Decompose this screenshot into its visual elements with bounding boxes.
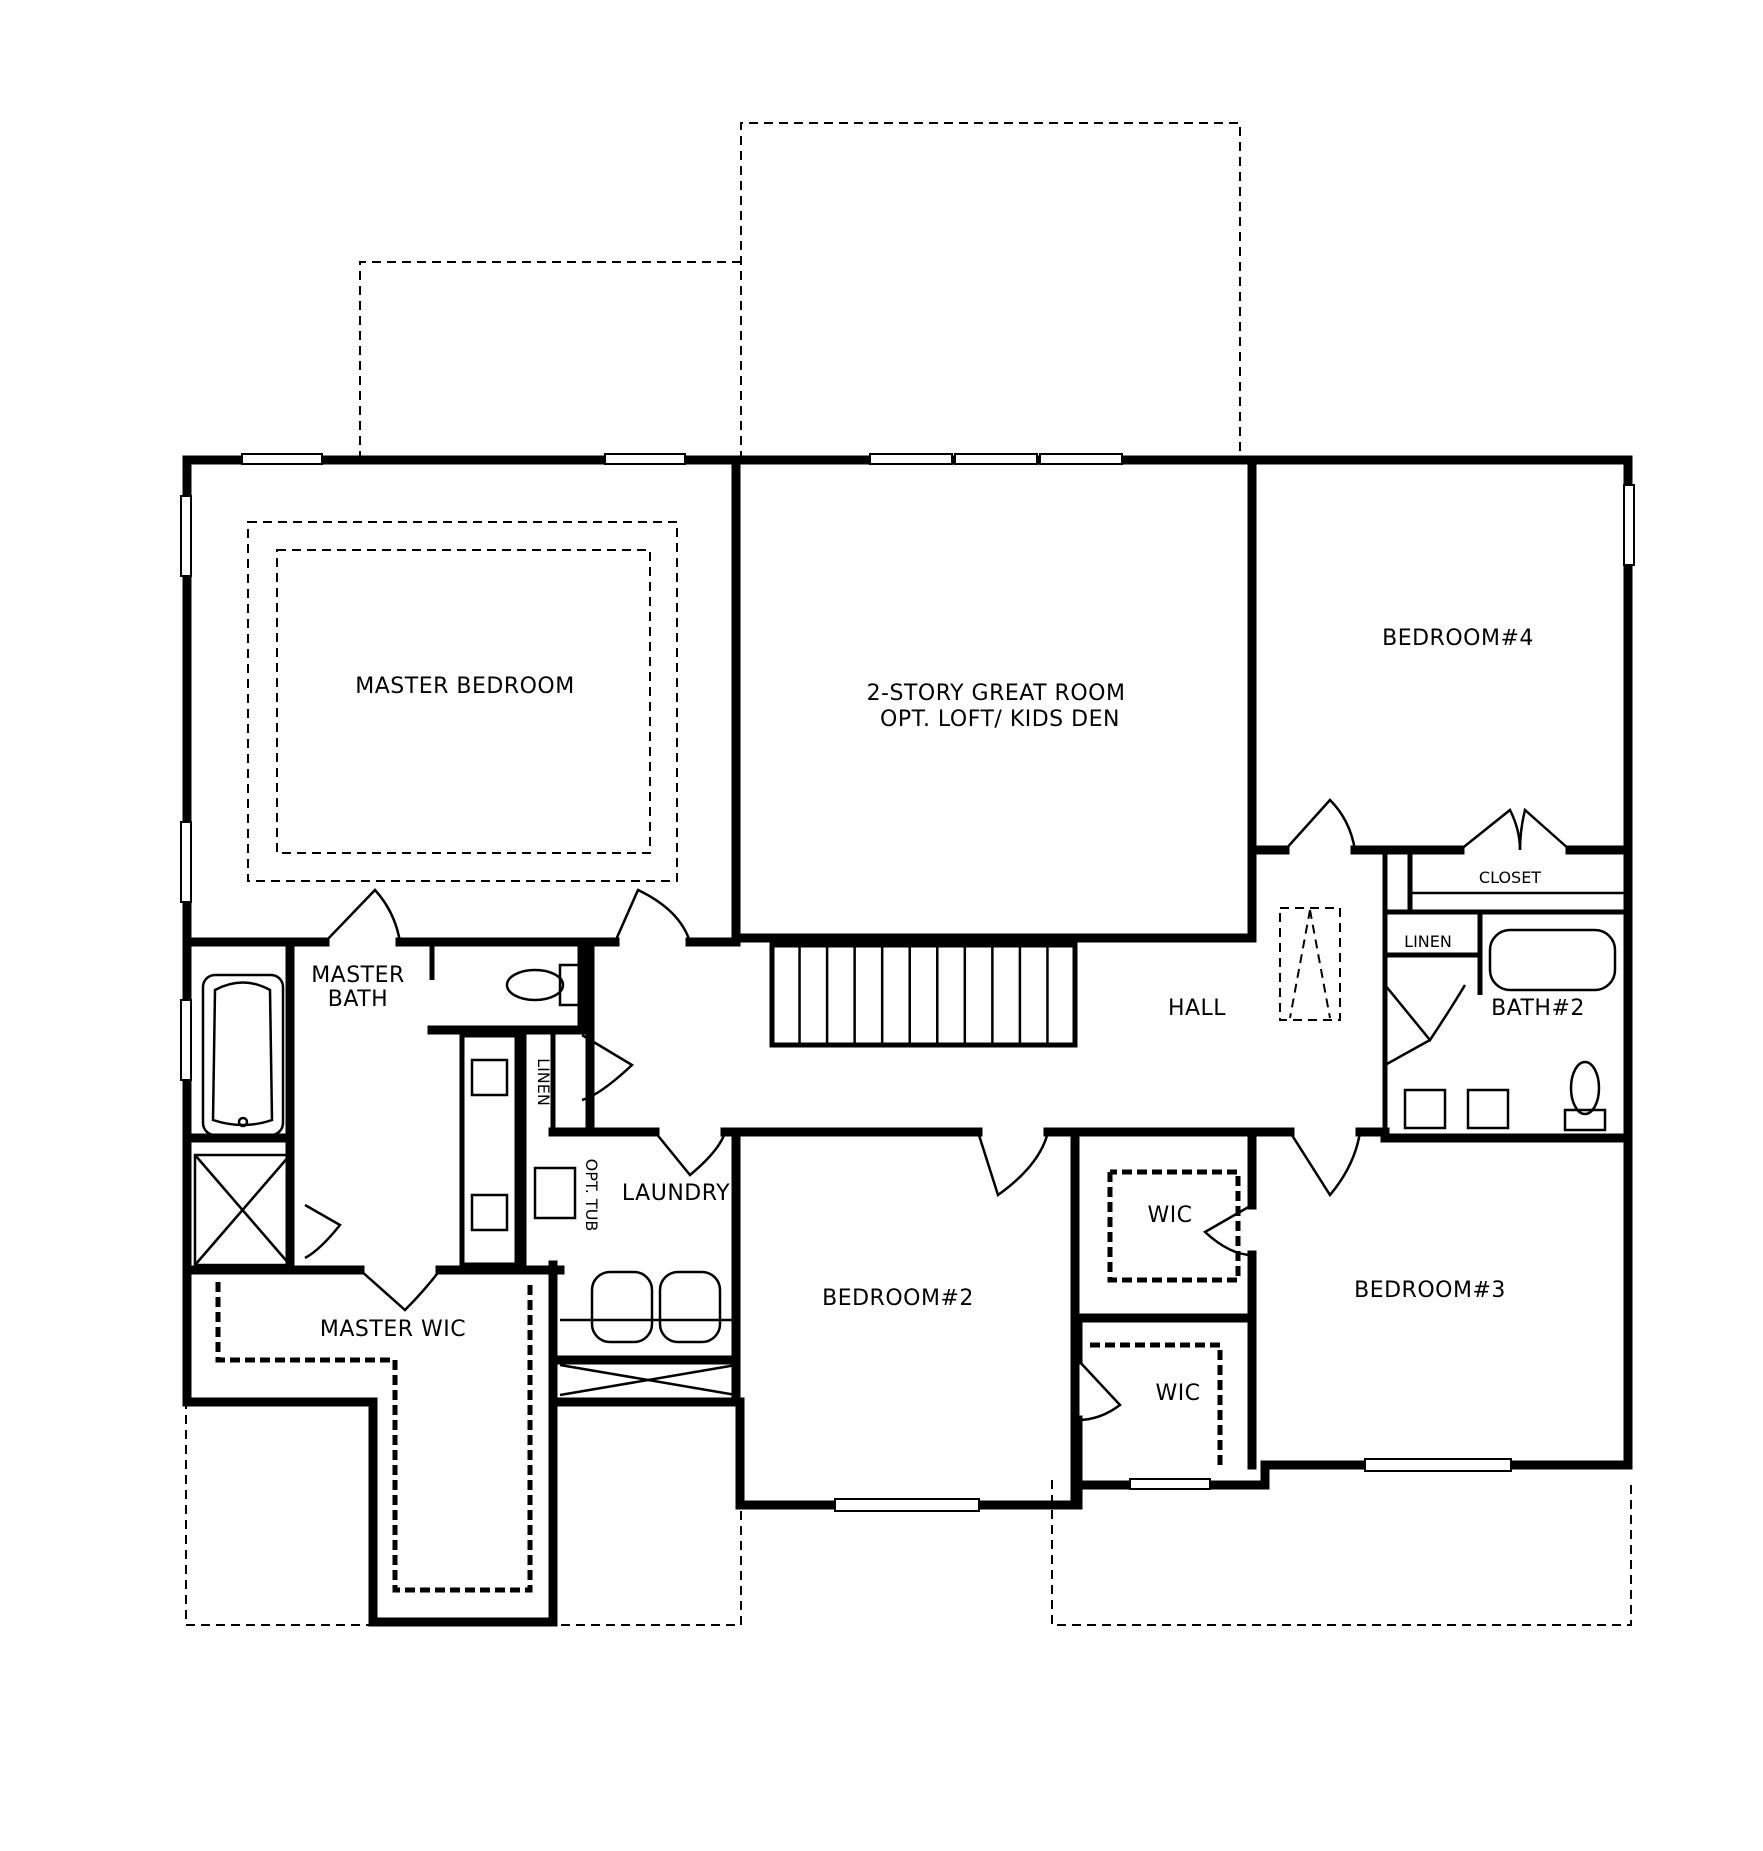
label-closet: CLOSET	[1479, 868, 1541, 887]
label-great-room-1: 2-STORY GREAT ROOM	[867, 681, 1126, 706]
label-bedroom-4: BEDROOM#4	[1382, 626, 1534, 651]
label-great-room-2: OPT. LOFT/ KIDS DEN	[880, 707, 1120, 732]
label-master-bedroom: MASTER BEDROOM	[355, 674, 574, 699]
label-laundry: LAUNDRY	[622, 1181, 730, 1206]
label-master-wic: MASTER WIC	[320, 1317, 466, 1342]
label-bath-2: BATH#2	[1491, 996, 1585, 1021]
label-bedroom-2: BEDROOM#2	[822, 1286, 974, 1311]
doors	[304, 798, 1571, 1422]
label-wic-upper: WIC	[1147, 1203, 1192, 1228]
label-wic-lower: WIC	[1155, 1381, 1200, 1406]
dashed-outlines	[185, 122, 1632, 1626]
closet-shelving	[215, 1169, 1241, 1593]
label-linen-right: LINEN	[1404, 932, 1452, 951]
staircase	[769, 942, 1078, 1048]
room-labels: MASTER BEDROOM 2-STORY GREAT ROOM OPT. L…	[311, 626, 1585, 1406]
interior-walls	[182, 455, 1633, 1510]
label-linen-left: LINEN	[534, 1058, 553, 1106]
label-bedroom-3: BEDROOM#3	[1354, 1278, 1506, 1303]
label-opt-tub: OPT. TUB	[582, 1159, 601, 1232]
fixtures	[193, 891, 1628, 1397]
label-hall: HALL	[1168, 996, 1226, 1021]
windows	[180, 453, 1635, 1512]
label-master-bath-1: MASTER	[311, 963, 405, 988]
label-master-bath-2: BATH	[328, 987, 388, 1012]
